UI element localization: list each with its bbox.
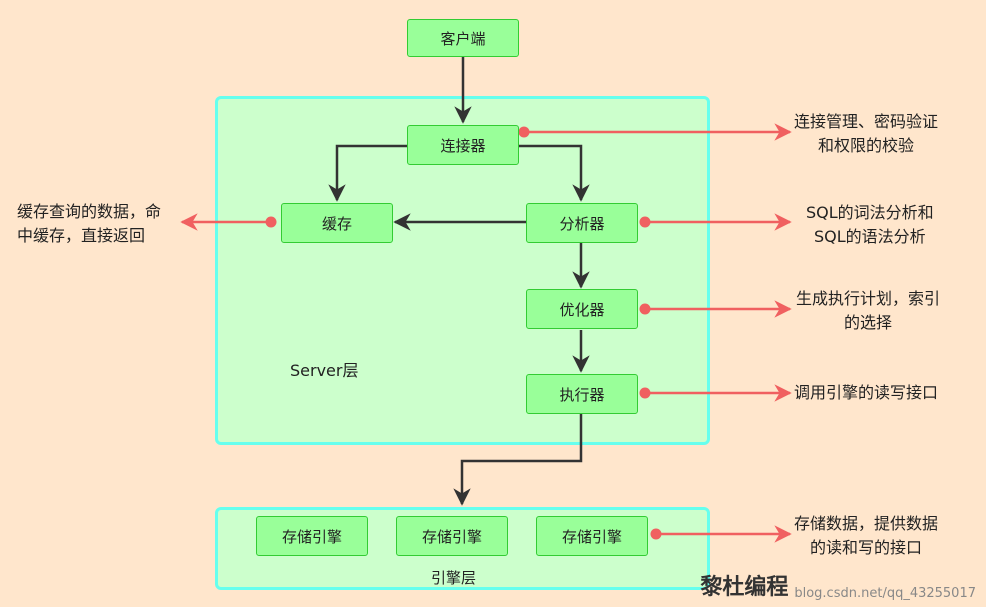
optimizer-node: 优化器	[526, 289, 638, 329]
watermark-url: blog.csdn.net/qq_43255017	[794, 586, 976, 601]
note-engine-line: 存储数据，提供数据	[794, 514, 939, 533]
note-executor-line: 调用引擎的读写接口	[794, 383, 939, 402]
note-analyzer-line: SQL的语法分析	[814, 227, 926, 246]
note-dot-analyzer	[639, 216, 651, 228]
note-optimizer: 生成执行计划，索引 的选择	[796, 287, 940, 335]
cache-node: 缓存	[281, 203, 393, 243]
arrow-connector-to-analyzer	[518, 144, 590, 202]
storage-engine-node: 存储引擎	[256, 516, 368, 556]
note-dot-executor	[639, 387, 651, 399]
note-connector-line: 连接管理、密码验证	[794, 112, 939, 131]
note-dot-engine	[650, 528, 662, 540]
note-executor: 调用引擎的读写接口	[794, 381, 938, 405]
note-connector-line: 和权限的校验	[818, 136, 915, 155]
note-analyzer: SQL的词法分析和 SQL的语法分析	[806, 201, 934, 249]
note-cache-line: 中缓存，直接返回	[17, 226, 146, 245]
connector-node: 连接器	[407, 125, 519, 165]
analyzer-node: 分析器	[526, 203, 638, 243]
watermark: 黎杜编程 blog.csdn.net/qq_43255017	[700, 569, 976, 601]
note-optimizer-line: 生成执行计划，索引	[796, 289, 941, 308]
storage-engine-node: 存储引擎	[396, 516, 508, 556]
server-layer-label: Server层	[290, 361, 359, 380]
watermark-logo: 黎杜编程	[700, 575, 789, 600]
arrow-connector-to-cache	[328, 144, 408, 202]
note-engine-line: 的读和写的接口	[810, 538, 923, 557]
note-dot-connector	[518, 126, 530, 138]
note-optimizer-line: 的选择	[844, 313, 893, 332]
storage-engine-node: 存储引擎	[536, 516, 648, 556]
executor-node: 执行器	[526, 374, 638, 414]
note-dot-optimizer	[639, 303, 651, 315]
arrow-executor-to-engine	[453, 414, 583, 506]
note-engine: 存储数据，提供数据 的读和写的接口	[794, 512, 938, 560]
note-dot-cache	[265, 216, 277, 228]
note-connector: 连接管理、密码验证 和权限的校验	[794, 110, 938, 158]
note-analyzer-line: SQL的词法分析和	[806, 203, 934, 222]
client-node: 客户端	[407, 19, 519, 57]
note-cache: 缓存查询的数据，命 中缓存，直接返回	[17, 200, 161, 248]
engine-layer-label: 引擎层	[431, 569, 477, 587]
note-cache-line: 缓存查询的数据，命	[17, 202, 162, 221]
